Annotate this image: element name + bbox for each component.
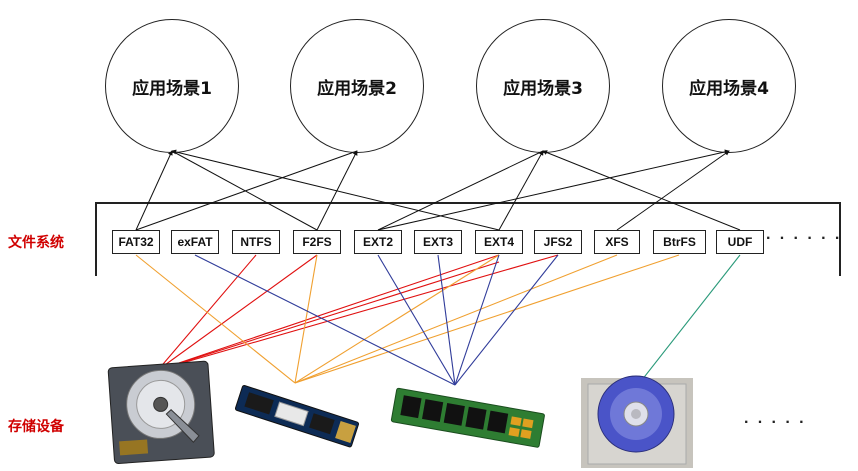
scenario-2-label: 应用场景2 [317,78,397,99]
device-more-ellipsis: · · · · · [744,414,807,431]
fs-ext4: EXT4 [475,230,523,254]
fs-frame-left [95,202,97,276]
fs-frame-top [95,202,840,204]
module-links [194,254,559,386]
link-ext4-scene1 [171,149,500,231]
link-fat32-scene2 [135,150,358,231]
fs-jfs2: JFS2 [534,230,582,254]
file-system-label: 文件系统 [8,235,64,251]
hdd-links [157,254,559,371]
fs-udf: UDF [716,230,764,254]
fs-ntfs: NTFS [232,230,280,254]
optical-disc-image [581,375,693,468]
m2-ssd-image [234,385,360,448]
fs-frame-right [839,202,841,276]
green-ssd-module-image [390,387,545,448]
hard-disk-drive-image [107,360,215,464]
link-ext2-scene4 [377,149,730,231]
fs-more-ellipsis: · · · · · · [766,230,843,247]
link-ext2-scene3 [377,150,544,231]
fs-ext2: EXT2 [354,230,402,254]
fs-btrfs: BtrFS [653,230,706,254]
link-fat32-scene1 [135,150,173,231]
link-f2fs-scene1 [171,150,318,231]
fs-fat32: FAT32 [112,230,160,254]
scenario-4-label: 应用场景4 [689,78,769,99]
scenario-1-label: 应用场景1 [132,78,212,99]
scenario-links [135,149,741,231]
fs-exfat: exFAT [171,230,219,254]
link-xfs-scene4 [616,150,730,231]
fs-ext3: EXT3 [414,230,462,254]
link-ext4-scene3 [498,150,544,231]
link-udf-scene3 [542,150,741,231]
storage-device-label: 存储设备 [8,419,64,435]
ssd-links [135,254,680,384]
optical-link [637,254,741,386]
scenario-3-label: 应用场景3 [503,78,583,99]
fs-xfs: XFS [594,230,640,254]
fs-f2fs: F2FS [293,230,341,254]
